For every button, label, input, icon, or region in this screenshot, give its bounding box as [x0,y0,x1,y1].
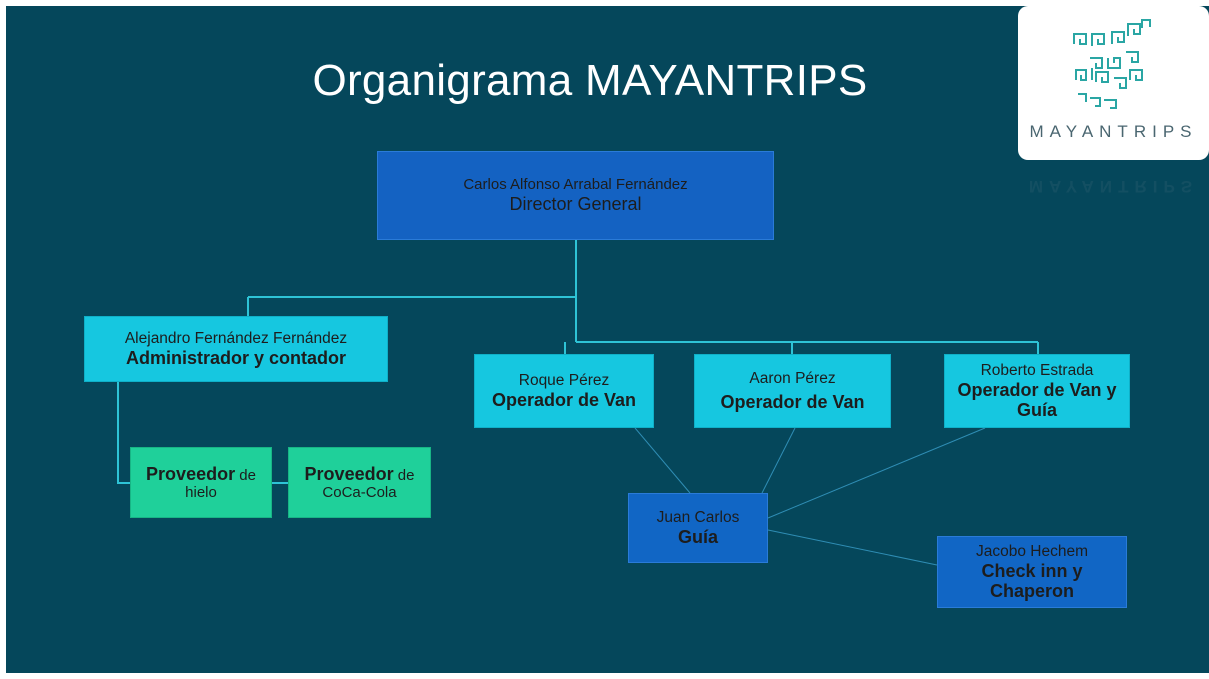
logo-wordmark: MAYANTRIPS [1029,122,1198,141]
node-guide-role: Guía [677,526,718,547]
node-supplier-coke: Proveedor de CoCa-Cola [288,447,431,518]
node-operator-roque-name: Roque Pérez [518,372,610,390]
node-director-role: Director General [509,193,642,214]
node-supplier-coke-text: Proveedor de CoCa-Cola [304,463,415,501]
node-operator-roberto-name: Roberto Estrada [980,362,1094,380]
node-guide: Juan Carlos Guía [628,493,768,563]
node-director-name: Carlos Alfonso Arrabal Fernández [463,176,688,194]
connector-op2-guide [761,427,796,494]
node-supplier-ice-text: Proveedor de hielo [146,463,256,501]
node-supplier-ice: Proveedor de hielo [130,447,272,518]
connector-guide-checkin [767,529,938,566]
mayantrips-logo: MAYANTRIPS [1018,6,1209,160]
node-operator-aaron-name: Aaron Pérez [749,370,836,388]
node-director: Carlos Alfonso Arrabal Fernández Directo… [377,151,774,240]
node-guide-name: Juan Carlos [656,509,740,527]
node-admin-name: Alejandro Fernández Fernández [124,330,348,348]
node-checkin: Jacobo Hechem Check inn y Chaperon [937,536,1127,608]
node-checkin-name: Jacobo Hechem [975,543,1088,561]
node-operator-roque-role: Operador de Van [491,389,637,410]
connector-op3-guide [767,427,986,519]
node-operator-roberto: Roberto Estrada Operador de Van y Guía [944,354,1130,428]
node-checkin-role: Check inn y Chaperon [981,560,1083,601]
connector-op1-guide [634,427,691,494]
node-operator-roque: Roque Pérez Operador de Van [474,354,654,428]
logo-reflection: MAYANTRIPS [1028,177,1199,196]
connector-admin-to-suppliers [117,382,130,484]
maya-glyph-icon [1073,19,1151,109]
node-operator-aaron-role: Operador de Van [720,391,865,412]
slide-title: Organigrama MAYANTRIPS [312,56,868,105]
node-operator-roberto-role: Operador de Van y Guía [957,379,1117,420]
node-operator-aaron: Aaron Pérez Operador de Van [694,354,891,428]
node-admin-role: Administrador y contador [125,347,347,368]
node-admin: Alejandro Fernández Fernández Administra… [84,316,388,382]
